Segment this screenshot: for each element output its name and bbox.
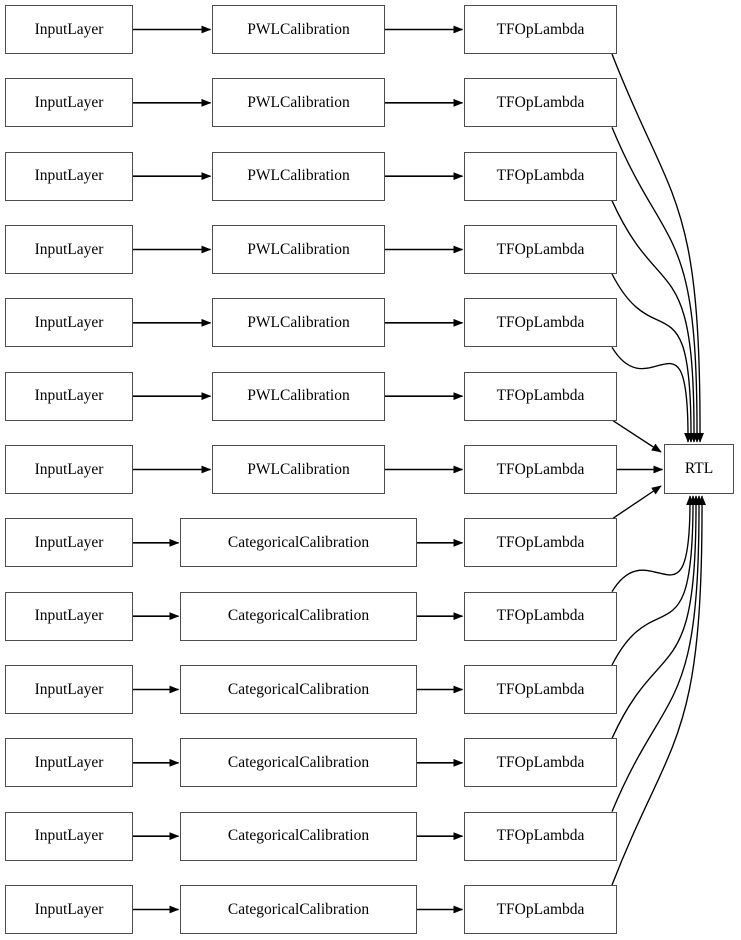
node-calibration-8-label: CategoricalCalibration [227, 534, 370, 552]
node-calibration-6-label: PWLCalibration [247, 387, 350, 405]
node-calibration-7[interactable]: PWLCalibration [212, 444, 385, 494]
edge-lambda-to-rtl-11 [611, 495, 701, 739]
edge-lambda-to-rtl-9 [611, 495, 695, 593]
node-input-layer-9-label: InputLayer [34, 607, 104, 625]
edge-lambda-to-rtl-3 [611, 200, 699, 443]
node-calibration-11[interactable]: CategoricalCalibration [180, 738, 417, 788]
node-tfoplambda-12[interactable]: TFOpLambda [464, 811, 617, 861]
node-calibration-7-label: PWLCalibration [247, 460, 350, 478]
node-input-layer-2-label: InputLayer [34, 94, 104, 112]
node-input-layer-13-label: InputLayer [34, 900, 104, 918]
node-tfoplambda-2[interactable]: TFOpLambda [464, 78, 617, 128]
node-tfoplambda-11-label: TFOpLambda [496, 754, 585, 772]
edge-lambda-to-rtl-6 [612, 420, 662, 453]
node-tfoplambda-3-label: TFOpLambda [496, 167, 585, 185]
edge-lambda-to-rtl-1 [611, 53, 705, 443]
node-tfoplambda-9[interactable]: TFOpLambda [464, 591, 617, 641]
node-calibration-8[interactable]: CategoricalCalibration [180, 518, 417, 568]
node-input-layer-8[interactable]: InputLayer [5, 518, 133, 568]
node-tfoplambda-4[interactable]: TFOpLambda [464, 224, 617, 274]
node-tfoplambda-5[interactable]: TFOpLambda [464, 298, 617, 348]
node-calibration-4-label: PWLCalibration [247, 240, 350, 258]
node-input-layer-4-label: InputLayer [34, 240, 104, 258]
node-tfoplambda-8-label: TFOpLambda [496, 534, 585, 552]
node-calibration-3[interactable]: PWLCalibration [212, 151, 385, 201]
node-calibration-5[interactable]: PWLCalibration [212, 298, 385, 348]
node-calibration-13[interactable]: CategoricalCalibration [180, 884, 417, 934]
node-calibration-10-label: CategoricalCalibration [227, 680, 370, 698]
node-tfoplambda-13[interactable]: TFOpLambda [464, 884, 617, 934]
node-input-layer-7[interactable]: InputLayer [5, 444, 133, 494]
edge-lambda-to-rtl-12 [611, 495, 704, 812]
node-input-layer-10-label: InputLayer [34, 680, 104, 698]
node-input-layer-3-label: InputLayer [34, 167, 104, 185]
node-input-layer-5-label: InputLayer [34, 314, 104, 332]
node-calibration-6[interactable]: PWLCalibration [212, 371, 385, 421]
node-calibration-10[interactable]: CategoricalCalibration [180, 664, 417, 714]
node-tfoplambda-1[interactable]: TFOpLambda [464, 5, 617, 54]
node-input-layer-12-label: InputLayer [34, 827, 104, 845]
edge-lambda-to-rtl-13 [611, 495, 707, 886]
node-tfoplambda-11[interactable]: TFOpLambda [464, 738, 617, 788]
node-calibration-11-label: CategoricalCalibration [227, 754, 370, 772]
node-input-layer-13[interactable]: InputLayer [5, 884, 133, 934]
node-calibration-13-label: CategoricalCalibration [227, 900, 370, 918]
node-tfoplambda-12-label: TFOpLambda [496, 827, 585, 845]
node-tfoplambda-7[interactable]: TFOpLambda [464, 444, 617, 494]
edge-lambda-to-rtl-4 [611, 273, 696, 443]
node-tfoplambda-7-label: TFOpLambda [496, 460, 585, 478]
node-calibration-1-label: PWLCalibration [247, 20, 350, 38]
node-input-layer-10[interactable]: InputLayer [5, 664, 133, 714]
node-calibration-12-label: CategoricalCalibration [227, 827, 370, 845]
node-rtl[interactable]: RTL [664, 444, 734, 494]
node-calibration-9-label: CategoricalCalibration [227, 607, 370, 625]
node-input-layer-5[interactable]: InputLayer [5, 298, 133, 348]
node-input-layer-11[interactable]: InputLayer [5, 738, 133, 788]
node-input-layer-11-label: InputLayer [34, 754, 104, 772]
node-calibration-2-label: PWLCalibration [247, 94, 350, 112]
node-calibration-9[interactable]: CategoricalCalibration [180, 591, 417, 641]
node-calibration-1[interactable]: PWLCalibration [212, 5, 385, 54]
node-input-layer-8-label: InputLayer [34, 534, 104, 552]
node-input-layer-4[interactable]: InputLayer [5, 224, 133, 274]
node-tfoplambda-6[interactable]: TFOpLambda [464, 371, 617, 421]
node-input-layer-7-label: InputLayer [34, 460, 104, 478]
node-calibration-4[interactable]: PWLCalibration [212, 224, 385, 274]
node-tfoplambda-3[interactable]: TFOpLambda [464, 151, 617, 201]
node-tfoplambda-9-label: TFOpLambda [496, 607, 585, 625]
node-calibration-5-label: PWLCalibration [247, 314, 350, 332]
node-tfoplambda-5-label: TFOpLambda [496, 314, 585, 332]
node-calibration-12[interactable]: CategoricalCalibration [180, 811, 417, 861]
node-input-layer-6-label: InputLayer [34, 387, 104, 405]
edge-lambda-to-rtl-10 [611, 495, 698, 666]
node-calibration-2[interactable]: PWLCalibration [212, 78, 385, 128]
node-tfoplambda-10-label: TFOpLambda [496, 680, 585, 698]
node-tfoplambda-13-label: TFOpLambda [496, 900, 585, 918]
node-tfoplambda-2-label: TFOpLambda [496, 94, 585, 112]
node-tfoplambda-1-label: TFOpLambda [496, 20, 585, 38]
node-input-layer-1[interactable]: InputLayer [5, 5, 133, 54]
node-rtl-label: RTL [684, 460, 714, 478]
edge-lambda-to-rtl-2 [611, 127, 702, 443]
node-tfoplambda-4-label: TFOpLambda [496, 240, 585, 258]
node-input-layer-1-label: InputLayer [34, 20, 104, 38]
edge-lambda-to-rtl-5 [611, 346, 693, 443]
node-input-layer-2[interactable]: InputLayer [5, 78, 133, 128]
node-tfoplambda-10[interactable]: TFOpLambda [464, 664, 617, 714]
edge-lambda-to-rtl-8 [612, 485, 662, 519]
node-input-layer-9[interactable]: InputLayer [5, 591, 133, 641]
node-input-layer-12[interactable]: InputLayer [5, 811, 133, 861]
node-calibration-3-label: PWLCalibration [247, 167, 350, 185]
node-tfoplambda-8[interactable]: TFOpLambda [464, 518, 617, 568]
node-tfoplambda-6-label: TFOpLambda [496, 387, 585, 405]
node-input-layer-3[interactable]: InputLayer [5, 151, 133, 201]
node-input-layer-6[interactable]: InputLayer [5, 371, 133, 421]
